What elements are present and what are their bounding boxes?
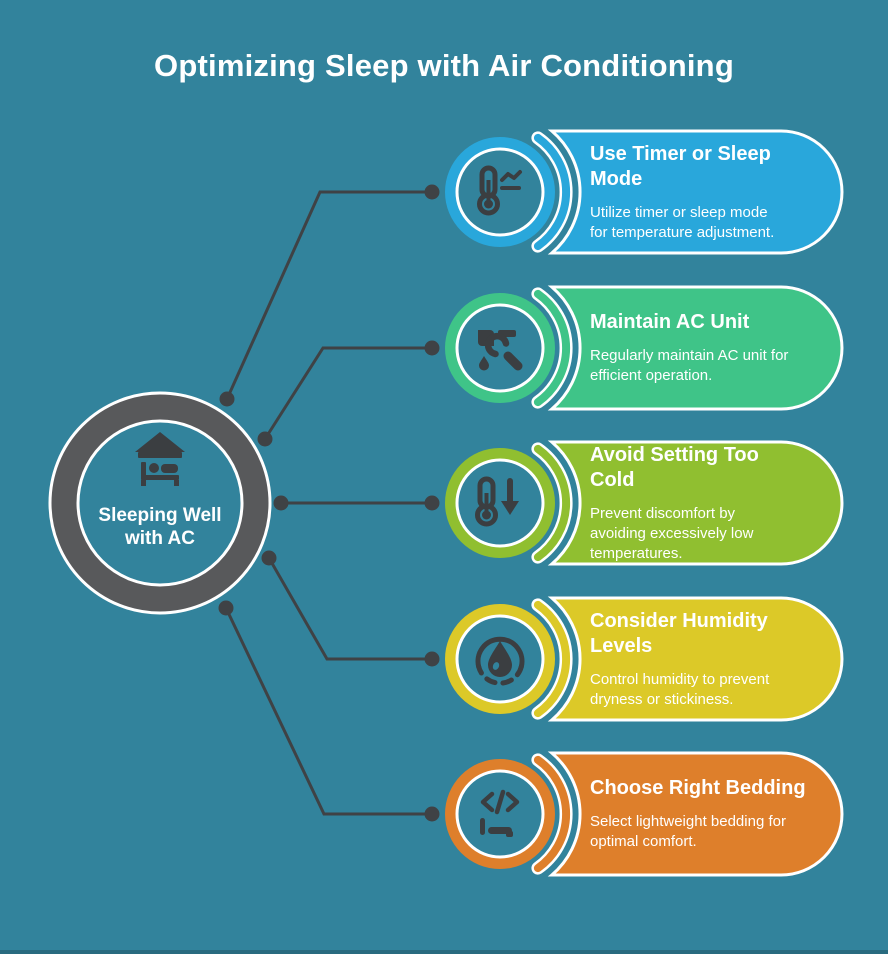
- thermometer-trend-icon: [477, 165, 522, 216]
- card-title: Maintain AC Unit: [590, 311, 750, 333]
- card-description: Regularly maintain AC unit for efficient…: [590, 347, 789, 384]
- card-shape: [445, 285, 844, 411]
- card-use-timer-or-sleep-mode: Use Timer or Sleep Mode Utilize timer or…: [438, 124, 848, 260]
- card-shape: [445, 751, 844, 877]
- code-bedding-icon: [480, 789, 520, 837]
- hub-label: Sleeping Well with AC: [98, 505, 222, 549]
- water-drop-humidity-icon: [475, 636, 525, 686]
- card-consider-humidity-levels: Consider Humidity Levels Control humidit…: [438, 591, 848, 727]
- card-shape: [445, 596, 844, 722]
- hub-ring-graphic: [48, 391, 272, 615]
- bottom-border: [0, 950, 888, 954]
- card-description: Prevent discomfort by avoiding excessive…: [590, 504, 754, 562]
- card-shape: [445, 440, 844, 566]
- card-description: Control humidity to prevent dryness or s…: [590, 670, 770, 708]
- wrench-maintenance-icon: [478, 330, 523, 371]
- card-title: Consider Humidity Levels: [590, 609, 768, 657]
- page-title: Optimizing Sleep with Air Conditioning: [154, 48, 734, 83]
- card-title: Choose Right Bedding: [590, 777, 806, 799]
- card-description: Select lightweight bedding for optimal c…: [590, 813, 786, 850]
- card-title: Avoid Setting Too Cold: [590, 443, 759, 491]
- hub-circle: Sleeping Well with AC: [45, 388, 275, 618]
- card-avoid-setting-too-cold: Avoid Setting Too Cold Prevent discomfor…: [438, 435, 848, 571]
- card-title: Use Timer or Sleep Mode: [590, 142, 771, 190]
- card-shape: [445, 129, 844, 255]
- card-description: Utilize timer or sleep mode for temperat…: [590, 203, 775, 241]
- thermometer-down-icon: [475, 476, 519, 527]
- card-maintain-ac-unit: Maintain AC Unit Regularly maintain AC u…: [438, 280, 848, 416]
- card-choose-right-bedding: Choose Right Bedding Select lightweight …: [438, 746, 848, 882]
- bed-under-roof-icon: [135, 432, 185, 486]
